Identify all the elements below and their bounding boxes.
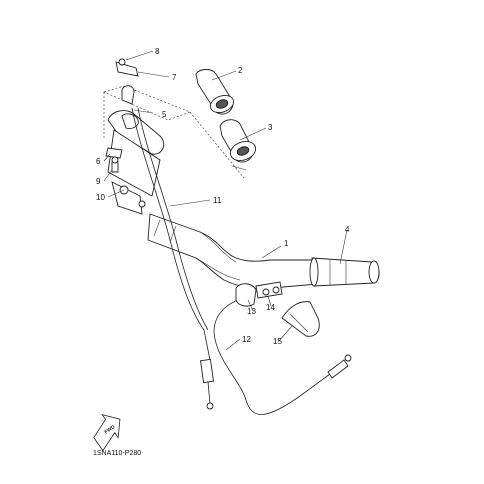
callout-9: 9 xyxy=(96,177,101,186)
callout-11: 11 xyxy=(213,196,222,205)
throttle-grip xyxy=(219,119,257,171)
fwd-label: FWD xyxy=(104,424,117,436)
callout-7: 7 xyxy=(172,73,177,82)
callout-3: 3 xyxy=(268,123,273,132)
callout-6: 6 xyxy=(96,157,101,166)
throttle-housing-frame xyxy=(103,85,245,179)
right-grip xyxy=(309,257,380,287)
callout-12: 12 xyxy=(242,335,251,344)
callout-5: 5 xyxy=(162,110,167,119)
callout-2: 2 xyxy=(238,66,243,75)
throttle-cable xyxy=(131,107,214,410)
lever-holder xyxy=(235,281,283,307)
callout-8: 8 xyxy=(155,47,160,56)
leader-lines xyxy=(103,50,348,351)
handlebar xyxy=(147,213,319,289)
callout-15: 15 xyxy=(273,337,282,346)
lever-cover xyxy=(281,301,320,337)
fwd-arrow-icon: FWD xyxy=(93,413,121,452)
left-grip xyxy=(195,69,235,115)
callout-1: 1 xyxy=(284,239,289,248)
clutch-cable xyxy=(213,295,352,415)
callout-4: 4 xyxy=(345,225,350,234)
bolt-9 xyxy=(111,156,119,173)
cable-adjuster xyxy=(115,58,139,105)
callout-10: 10 xyxy=(96,193,105,202)
callout-13: 13 xyxy=(247,307,256,316)
callout-14: 14 xyxy=(266,303,275,312)
diagram-code: 1SNA110-P280 xyxy=(93,450,141,457)
screw-6 xyxy=(105,147,123,159)
